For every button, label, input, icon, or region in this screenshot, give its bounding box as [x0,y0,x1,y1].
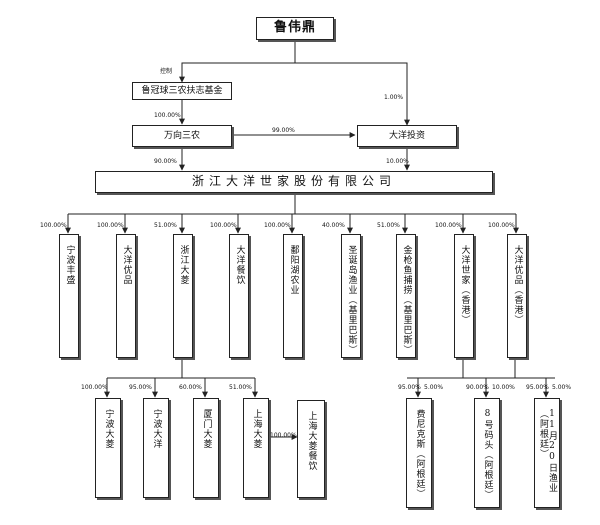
controller-box: 鲁伟鼎 [256,17,334,40]
dayang-invest-name: 大洋投资 [388,130,425,141]
subsidiary-box-4: 鄱阳湖农业 [283,234,303,358]
pct-hk-sub-b: 10.00% [492,384,515,391]
pct-sub: 100.00% [40,222,67,229]
daling-subsidiary-box-0: 宁波大菱 [95,398,121,498]
pct-sub: 51.00% [377,222,400,229]
subsidiary-box-8: 大洋优品（香港） [507,234,527,358]
main-company-name: 浙江大洋世家股份有限公司 [191,174,396,189]
pct-hk-sub-a: 90.00% [466,384,489,391]
subsidiary-name: 宁波丰盛 [64,245,75,285]
subsidiary-name: 金枪鱼捕捞（基里巴斯） [401,245,412,355]
wanxiang-box: 万向三农 [132,125,232,147]
pct-sub: 100.00% [435,222,462,229]
foundation-box: 鲁冠球三农扶志基金 [132,82,232,100]
edge-top-foundation [179,40,296,83]
subsidiary-name: 鄱阳湖农业 [288,245,299,295]
daling-subsidiary-box-3: 上海大菱 [243,398,269,498]
foundation-name: 鲁冠球三农扶志基金 [141,85,223,96]
pct-hk-sub-a: 95.00% [398,384,421,391]
subsidiary-box-3: 大洋餐饮 [229,234,249,358]
pct-daling-sub: 51.00% [229,384,252,391]
edge-top-dayang-invest [295,62,410,126]
pct-sub: 100.00% [210,222,237,229]
daling-subsidiary-box-1: 宁波大洋 [143,398,169,498]
pct-sub: 100.00% [97,222,124,229]
subsidiary-box-6: 金枪鱼捕捞（基里巴斯） [396,234,416,358]
pct-sub: 51.00% [154,222,177,229]
subsidiary-box-0: 宁波丰盛 [59,234,79,358]
pct-shanghai-catering: 100.00% [270,432,297,439]
dayang-invest-box: 大洋投资 [357,125,457,147]
wanxiang-name: 万向三农 [163,130,200,141]
hk-subsidiary-box-2: 11月20日渔业（阿根廷） [534,398,560,508]
pct-hk-sub-b: 5.00% [552,384,572,391]
subsidiary-box-5: 圣诞岛渔业（基里巴斯） [341,234,361,358]
pct-sub: 100.00% [488,222,515,229]
main-company-box: 浙江大洋世家股份有限公司 [95,171,493,193]
subsidiary-box-1: 大洋优品 [116,234,136,358]
daling-subsidiary-box-2: 厦门大菱 [193,398,219,498]
pct-hk-sub-b: 5.00% [424,384,444,391]
subsidiary-name: 圣诞岛渔业（基里巴斯） [346,245,357,355]
pct-top-dayang-invest: 1.00% [384,94,404,101]
pct-wanxiang-dayang-invest: 99.00% [272,127,295,134]
pct-sub: 100.00% [264,222,291,229]
subsidiary-box-7: 大洋世家（香港） [454,234,474,358]
pct-sub: 40.00% [322,222,345,229]
hk-subsidiary-name: 8号码头（阿根廷） [482,409,493,500]
pct-daling-sub: 100.00% [81,384,108,391]
daling-subsidiary-name: 宁波大菱 [103,409,114,449]
controller-name: 鲁伟鼎 [273,20,316,36]
shanghai-catering-name: 上海大菱餐饮 [306,411,317,471]
shanghai-catering-box: 上海大菱餐饮 [297,400,325,498]
hk-subsidiary-box-1: 8号码头（阿根廷） [474,398,500,508]
subsidiary-name: 大洋优品（香港） [512,245,523,325]
hk-subsidiary-name: 费尼克斯（阿根廷） [414,409,425,499]
pct-foundation-wanxiang: 100.00% [154,112,181,119]
subsidiary-name: 大洋世家（香港） [459,245,470,325]
pct-daling-sub: 95.00% [129,384,152,391]
subsidiary-name: 浙江大菱 [178,245,189,285]
pct-wanxiang-main: 90.00% [154,158,177,165]
daling-subsidiary-name: 上海大菱 [251,409,262,449]
daling-subsidiary-name: 厦门大菱 [201,409,212,449]
control-label: 控制 [160,68,173,75]
hk-subsidiary-name: 11月20日渔业（阿根廷） [538,409,557,493]
pct-dayang-invest-main: 10.00% [386,158,409,165]
subsidiary-name: 大洋优品 [121,245,132,285]
subsidiary-box-2: 浙江大菱 [173,234,193,358]
pct-daling-sub: 60.00% [179,384,202,391]
hk-subsidiary-box-0: 费尼克斯（阿根廷） [406,398,432,508]
subsidiary-name: 大洋餐饮 [234,245,245,285]
pct-hk-sub-a: 95.00% [526,384,549,391]
daling-subsidiary-name: 宁波大洋 [151,409,162,449]
